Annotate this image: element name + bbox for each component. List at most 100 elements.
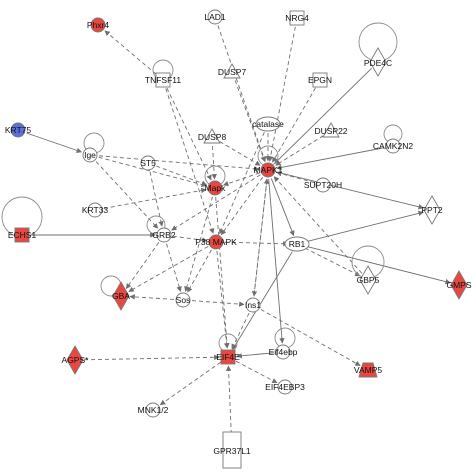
node-label: DUSP22: [314, 126, 347, 136]
node-label: catalase: [252, 119, 284, 129]
node-shape-circle: [245, 297, 261, 313]
node-label: Ige: [84, 150, 96, 160]
edge-rb1-to-eif4e: [232, 251, 293, 350]
node-shape-diamond: [359, 265, 377, 295]
node-shape-diamond: [423, 195, 441, 225]
edge-sos-to-gba: [129, 294, 175, 300]
node-dusp8[interactable]: DUSP8: [198, 128, 227, 144]
edge-gpr37l1-to-eif4e: [225, 365, 233, 442]
node-shape-square: [155, 72, 171, 88]
node-echs1[interactable]: ECHS1: [8, 227, 37, 243]
node-krt75[interactable]: KRT75: [5, 122, 32, 138]
node-eif4ebp[interactable]: Eif4ebp: [269, 344, 298, 360]
node-gba[interactable]: GBA: [112, 281, 130, 311]
edge-mapk1-to-ppt2: [276, 171, 424, 210]
node-krt33[interactable]: KRT33: [82, 202, 109, 218]
node-label: RB1: [289, 239, 306, 249]
edge-krt75-to-ige: [26, 132, 83, 153]
node-shape-circle: [10, 122, 26, 138]
node-shape-square: [14, 227, 30, 243]
node-camk2n2[interactable]: CAMK2N2: [373, 138, 413, 154]
node-p38mapk[interactable]: P38 MAPK: [195, 234, 237, 250]
edge-mapk-to-eif4e: [215, 196, 230, 349]
node-nrg4[interactable]: NRG4: [285, 10, 309, 26]
node-label: MNK1/2: [138, 405, 169, 415]
edge-tnfsf11-to-phxr4: [104, 30, 157, 75]
edge-ige-to-mapk1: [98, 155, 260, 172]
node-epgn[interactable]: EPGN: [308, 72, 332, 88]
node-agps[interactable]: AGPS*: [62, 345, 90, 375]
edge-st5-to-grb2: [149, 171, 164, 227]
node-ppt2[interactable]: PPT2: [421, 195, 443, 225]
node-label: Ins1: [245, 300, 261, 310]
node-shape-diamond: [450, 270, 468, 300]
node-ins1[interactable]: Ins1: [245, 297, 261, 313]
edge-ins1-to-mapk1: [253, 178, 270, 297]
edge-rb1-to-gbp5: [304, 247, 361, 277]
node-sos[interactable]: Sos: [175, 292, 191, 308]
node-shape-square: [312, 72, 328, 88]
node-gmps[interactable]: GMPS: [446, 270, 472, 300]
node-mnk12[interactable]: MNK1/2: [138, 402, 169, 418]
edge-agps-to-eif4e: [83, 354, 220, 361]
node-shape-triangle: [322, 122, 340, 138]
node-phxr4[interactable]: Phxr4: [87, 17, 109, 33]
node-vamp5[interactable]: VAMP5: [354, 362, 382, 378]
node-shape-triangle: [223, 63, 241, 79]
node-shape-circle: [385, 138, 401, 154]
node-shape-ellipse: [284, 236, 310, 252]
node-shape-square: [289, 10, 305, 26]
edge-dusp8-to-mapk1: [219, 141, 261, 166]
edge-ins1-to-vamp5: [260, 309, 361, 366]
node-rb1[interactable]: RB1: [284, 236, 310, 252]
node-pde4c[interactable]: PDE4C: [364, 47, 392, 77]
node-label: PPT2: [421, 205, 443, 215]
self-loop-eif4e: [218, 333, 238, 353]
edge-eif4ebp-to-eif4e: [236, 352, 275, 359]
edge-mapk-to-sos: [184, 196, 213, 292]
edge-rb1-to-gmps: [305, 245, 451, 285]
node-shape-circle: [140, 155, 156, 171]
node-mapk1[interactable]: MAPK1: [254, 162, 283, 178]
node-catalase[interactable]: catalase: [252, 116, 284, 132]
edge-nrg4-to-mapk1: [267, 26, 296, 162]
edge-pde4c-to-mapk1: [274, 67, 372, 165]
node-gpr37l1[interactable]: GPR37L1: [213, 431, 251, 469]
node-label: DUSP7: [218, 67, 247, 77]
node-label: SUPT20H: [304, 180, 342, 190]
node-shape-circle: [208, 234, 224, 250]
node-shape-diamond: [66, 345, 84, 375]
edge-st5-to-mapk: [156, 165, 208, 186]
edge-dusp7-to-mapk1: [234, 80, 266, 163]
node-label: Sos: [176, 295, 191, 305]
node-dusp7[interactable]: DUSP7: [218, 63, 247, 79]
node-eif4ebp3[interactable]: EIF4EBP3: [265, 379, 305, 395]
node-lad1[interactable]: LAD1: [204, 9, 226, 25]
node-label: ECHS1: [8, 230, 37, 240]
edge-krt33-to-mapk: [103, 187, 207, 209]
node-label: Phxr4: [87, 20, 109, 30]
node-shape-circle: [315, 177, 331, 193]
node-shape-triangle: [203, 128, 221, 144]
node-supt20h[interactable]: SUPT20H: [304, 177, 342, 193]
edge-p38mapk-to-rb1: [224, 240, 289, 247]
node-label: LAD1: [204, 12, 226, 22]
node-tnfsf11[interactable]: TNFSF11: [145, 72, 181, 88]
node-eif4e[interactable]: EIF4E: [216, 349, 240, 365]
node-grb2[interactable]: GRB2: [152, 227, 176, 243]
node-label: TNFSF11: [145, 75, 181, 85]
edge-mapk1-to-eif4ebp: [268, 178, 285, 344]
edge-grb2-to-sos: [166, 243, 182, 292]
node-gbp5[interactable]: GBP5: [357, 265, 380, 295]
edge-tnfsf11-to-p38mapk: [165, 88, 215, 234]
edge-dusp22-to-mapk1: [275, 135, 324, 166]
node-shape-rectangle: [222, 431, 242, 469]
node-dusp22[interactable]: DUSP22: [314, 122, 348, 138]
node-st5[interactable]: ST5: [140, 155, 156, 171]
edge-p38mapk-to-sos: [187, 249, 212, 293]
node-shape-circle: [275, 344, 291, 360]
node-mapk[interactable]: Mapk: [205, 180, 227, 196]
node-ige[interactable]: Ige: [82, 147, 98, 163]
node-shape-circle: [90, 17, 106, 33]
